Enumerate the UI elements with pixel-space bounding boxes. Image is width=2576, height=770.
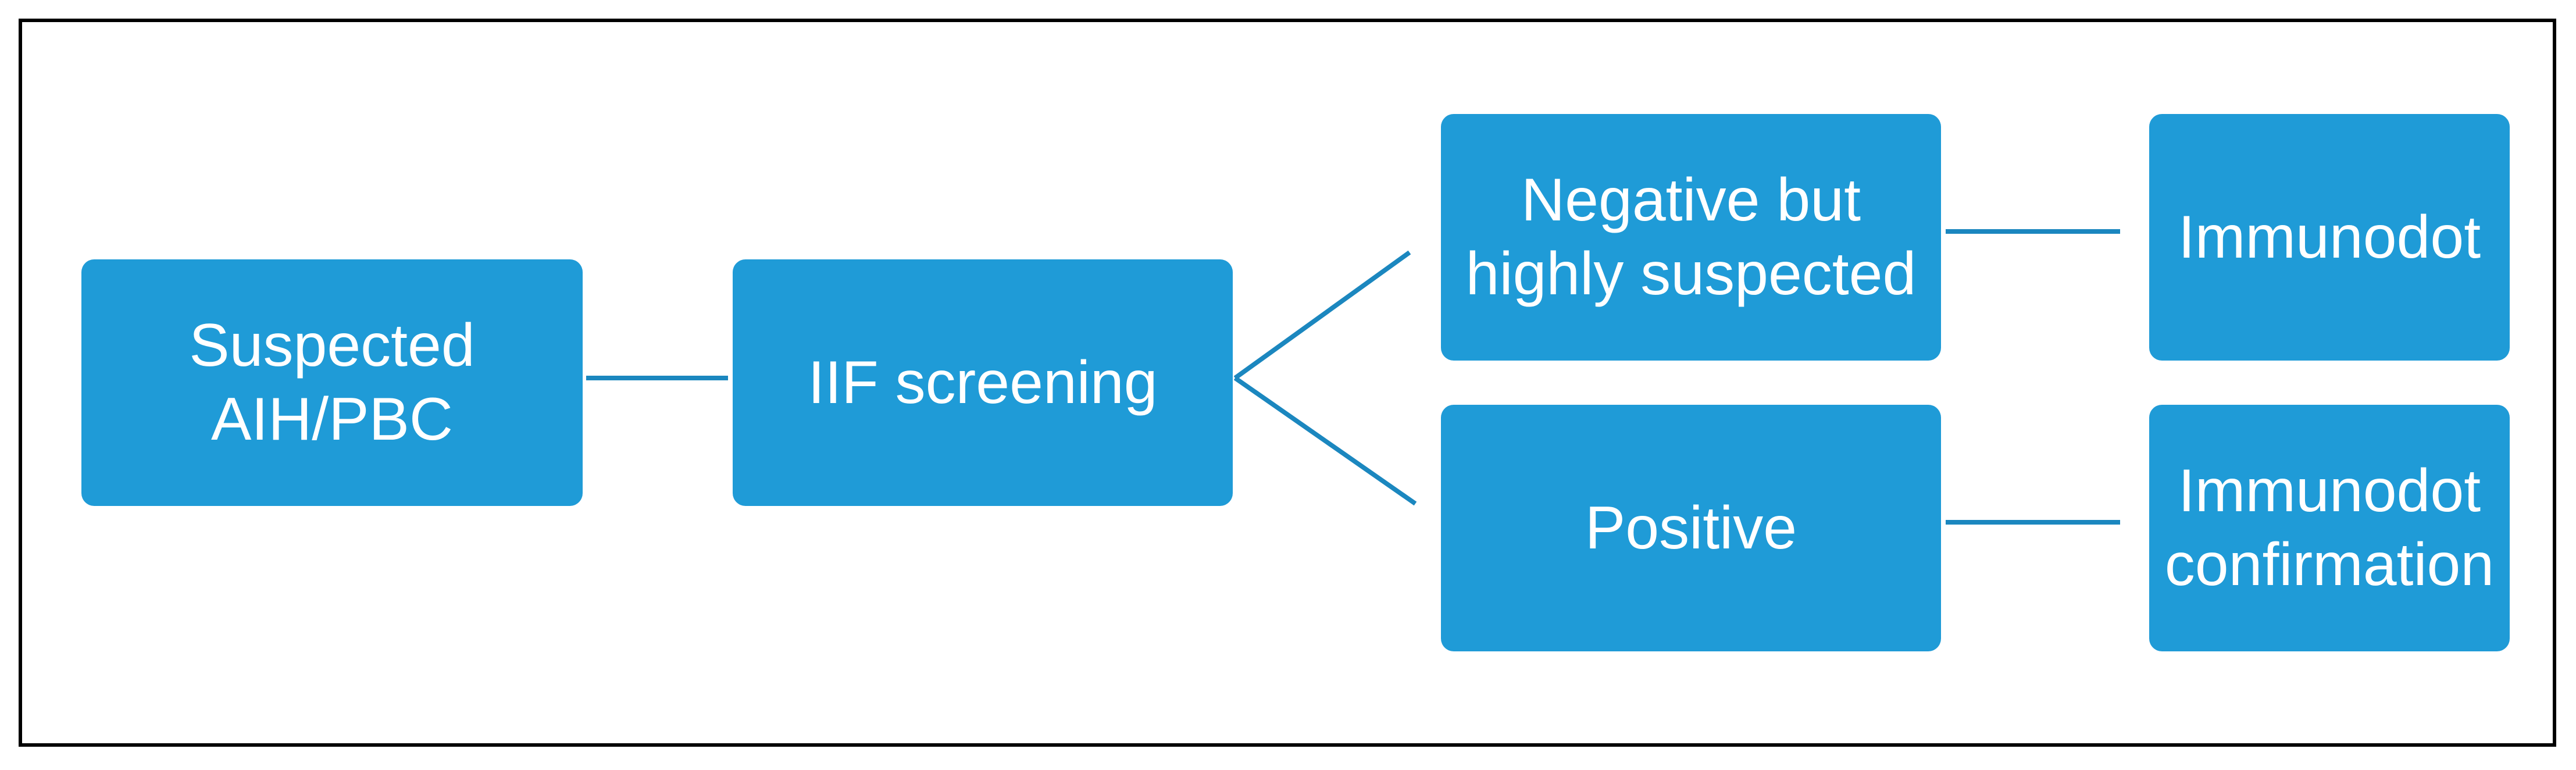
node-suspected-line2: AIH/PBC <box>210 386 454 453</box>
node-immunodot: Immunodot <box>2149 114 2510 361</box>
node-positive-line1: Positive <box>1585 494 1797 562</box>
node-positive: Positive <box>1441 405 1941 651</box>
node-iif-line1: IIF screening <box>808 348 1158 416</box>
node-immunodot-line1: Immunodot <box>2178 203 2481 271</box>
node-negative-line2: highly suspected <box>1465 240 1917 308</box>
node-negative-line1: Negative but <box>1521 166 1861 234</box>
node-confirmation-line1: Immunodot <box>2178 457 2481 525</box>
node-immunodot-confirmation: Immunodot confirmation <box>2149 405 2510 651</box>
node-iif-screening: IIF screening <box>733 259 1233 506</box>
node-suspected-aih-pbc: Suspected AIH/PBC <box>81 259 583 506</box>
node-confirmation-line2: confirmation <box>2164 531 2495 598</box>
node-suspected-line1: Suspected <box>189 312 475 380</box>
node-negative-highly-suspected: Negative but highly suspected <box>1441 114 1941 361</box>
